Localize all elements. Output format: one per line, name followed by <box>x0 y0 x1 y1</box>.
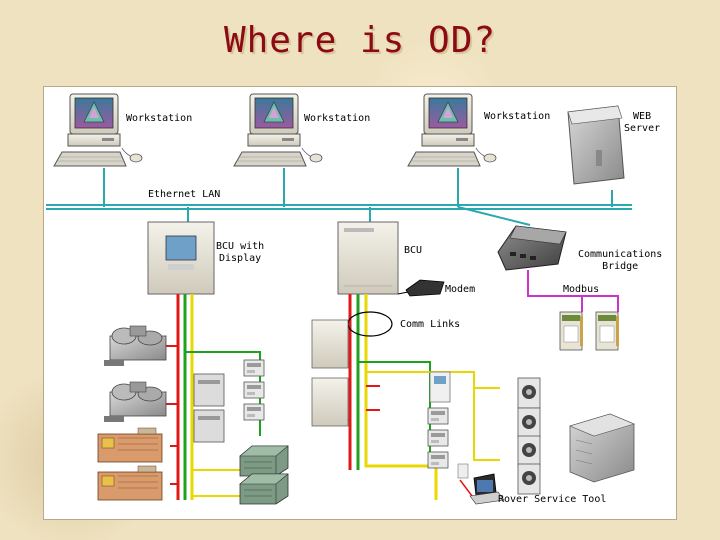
modbus-link <box>527 270 619 312</box>
comm-links-marker <box>347 311 393 337</box>
bcu-label: BCU <box>404 245 423 256</box>
bcu-icon[interactable] <box>337 221 399 295</box>
rooftop-unit-icon[interactable] <box>239 445 289 477</box>
bcu-display-icon[interactable] <box>147 221 215 295</box>
modbus-device-icon[interactable] <box>559 311 584 351</box>
chiller-icon[interactable] <box>103 381 167 423</box>
controller-icon[interactable] <box>243 403 265 421</box>
comm-bridge-icon[interactable] <box>497 225 567 271</box>
web-server-label: WEB Server <box>624 111 661 134</box>
vav-box-icon[interactable] <box>427 429 449 447</box>
modem-label: Modem <box>445 284 476 295</box>
bcu-display-label: BCU with Display <box>216 241 265 264</box>
thermostat-icon[interactable] <box>429 371 451 403</box>
controller-icon[interactable] <box>311 319 349 427</box>
ethernet-lan-line <box>46 168 632 226</box>
comm-bridge-label: Communications Bridge <box>578 249 663 272</box>
fan-coil-icon[interactable] <box>517 435 541 467</box>
vav-box-icon[interactable] <box>427 407 449 425</box>
cooling-tower-icon[interactable] <box>569 413 635 483</box>
page-title: Where is OD? <box>223 20 497 61</box>
workstation-icon[interactable] <box>233 93 323 167</box>
sensor-icon[interactable] <box>457 463 469 479</box>
workstation-icon[interactable] <box>53 93 143 167</box>
fan-coil-icon[interactable] <box>517 463 541 495</box>
controller-icon[interactable] <box>243 381 265 399</box>
chiller-icon[interactable] <box>103 325 167 367</box>
fan-coil-icon[interactable] <box>517 377 541 409</box>
workstation-label: Workstation <box>484 111 551 122</box>
fan-coil-icon[interactable] <box>517 407 541 439</box>
vav-box-icon[interactable] <box>427 451 449 469</box>
controller-icon[interactable] <box>243 359 265 377</box>
workstation-icon[interactable] <box>407 93 497 167</box>
centre-field-bus <box>340 294 500 501</box>
ethernet-lan-label: Ethernet LAN <box>148 189 221 200</box>
boiler-icon[interactable] <box>97 465 163 501</box>
boiler-icon[interactable] <box>97 427 163 463</box>
comm-links-label: Comm Links <box>400 319 461 330</box>
laptop-icon[interactable] <box>469 473 505 505</box>
modem-icon[interactable] <box>397 279 445 297</box>
workstation-label: Workstation <box>304 113 371 124</box>
rover-label: Rover Service Tool <box>498 494 607 505</box>
web-server-icon[interactable] <box>567 105 625 185</box>
modbus-label: Modbus <box>563 284 600 295</box>
modbus-device-icon[interactable] <box>595 311 620 351</box>
rooftop-unit-icon[interactable] <box>239 473 289 505</box>
air-handler-icon[interactable] <box>193 373 225 443</box>
workstation-label: Workstation <box>126 113 193 124</box>
